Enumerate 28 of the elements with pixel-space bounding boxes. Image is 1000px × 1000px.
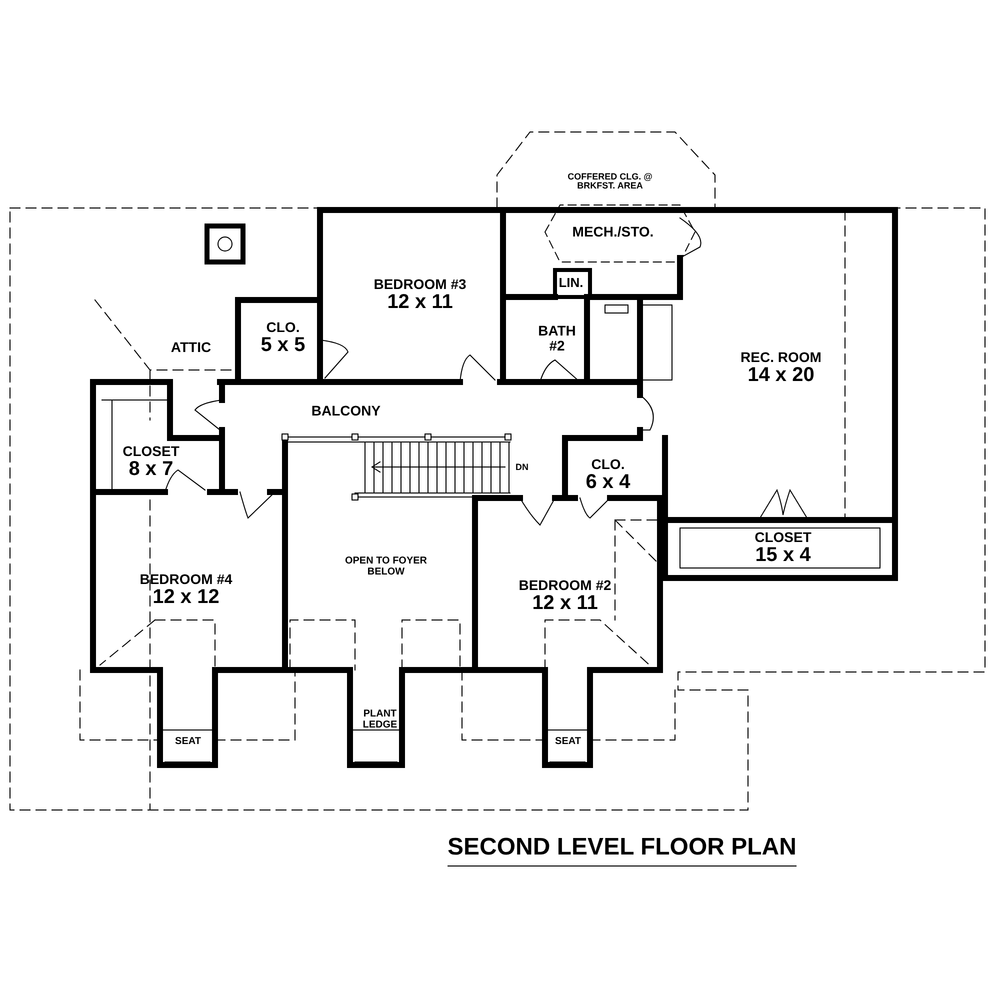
room-size: 6 x 4 bbox=[584, 472, 632, 493]
room-name: BATH #2 bbox=[537, 323, 577, 353]
room-size: 12 x 12 bbox=[152, 586, 220, 608]
area-label: ATTIC bbox=[170, 339, 212, 355]
room-name: CLOSET bbox=[122, 444, 180, 459]
room-size: 14 x 20 bbox=[746, 364, 816, 386]
room-size: 12 x 11 bbox=[531, 592, 599, 614]
room-name: SEAT bbox=[174, 736, 202, 748]
room-name: PLANT LEDGE bbox=[362, 710, 398, 730]
room-size: 12 x 11 bbox=[386, 292, 454, 313]
room-name: BEDROOM #3 bbox=[372, 277, 468, 292]
room-size: 5 x 5 bbox=[260, 334, 306, 356]
room-name: CLOSET bbox=[754, 530, 812, 545]
room-name: BEDROOM #2 bbox=[518, 578, 612, 593]
room-name: LIN. bbox=[558, 276, 584, 290]
room-name: BALCONY bbox=[310, 404, 382, 418]
plan-title: SECOND LEVEL FLOOR PLAN bbox=[448, 834, 796, 866]
room-name: OPEN TO FOYER BELOW bbox=[344, 556, 428, 578]
stair-direction-label: DN bbox=[516, 462, 528, 472]
room-size: 15 x 4 bbox=[754, 544, 812, 566]
room-name: CLO. bbox=[590, 457, 626, 472]
room-name: COFFERED CLG. @ BRKFST. AREA bbox=[566, 172, 654, 192]
room-size: 8 x 7 bbox=[128, 458, 174, 480]
room-name: SEAT bbox=[554, 736, 582, 748]
room-name: MECH./STO. bbox=[571, 224, 655, 240]
room-name: REC. ROOM bbox=[740, 350, 822, 365]
room-name: BEDROOM #4 bbox=[138, 572, 234, 587]
room-name: CLO. bbox=[265, 320, 301, 335]
